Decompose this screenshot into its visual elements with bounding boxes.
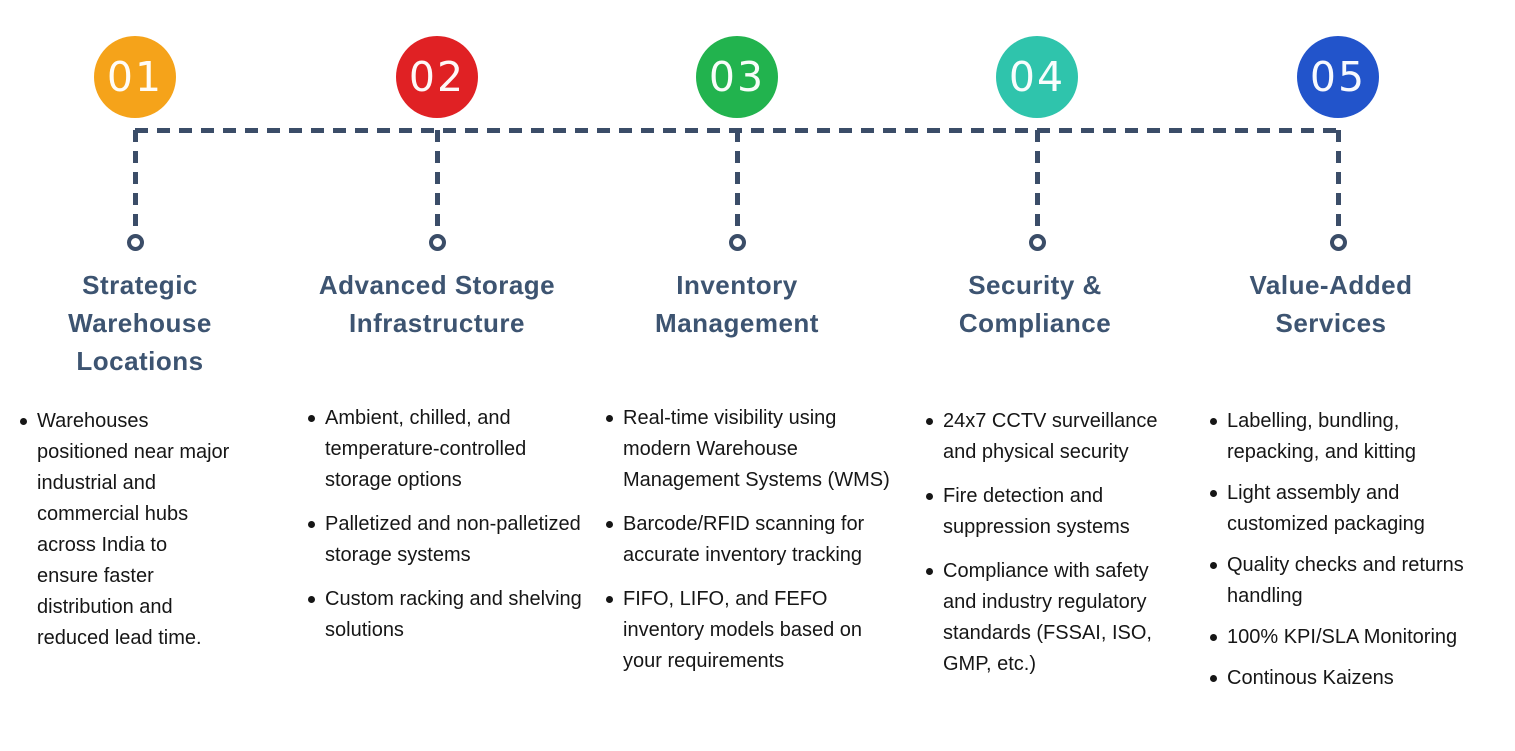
- list-item: FIFO, LIFO, and FEFO inventory models ba…: [604, 584, 896, 677]
- bullet-text: Palletized and non-palletized storage sy…: [325, 513, 581, 566]
- bullet-text: Labelling, bundling, repacking, and kitt…: [1227, 410, 1417, 463]
- list-item: 24x7 CCTV surveillance and physical secu…: [924, 406, 1164, 468]
- step-01-number: 01: [106, 53, 164, 101]
- list-item: Continous Kaizens: [1208, 663, 1493, 694]
- timeline-ring-icon-5: [1330, 234, 1347, 251]
- step-01-circle: 01: [94, 36, 176, 118]
- bullet-text: Compliance with safety and industry regu…: [943, 560, 1152, 675]
- timeline-ring-icon-3: [729, 234, 746, 251]
- timeline-ring-icon-1: [127, 234, 144, 251]
- list-item: Fire detection and suppression systems: [924, 481, 1164, 543]
- bullet-text: Warehouses positioned near major industr…: [37, 410, 230, 649]
- list-item: Barcode/RFID scanning for accurate inven…: [604, 509, 896, 571]
- list-item: Real-time visibility using modern Wareho…: [604, 403, 896, 496]
- column-title-strategic-warehouse-locations: Strategic Warehouse Locations: [68, 270, 212, 376]
- list-item: Ambient, chilled, and temperature-contro…: [306, 403, 586, 496]
- timeline-connector-line-4: [1035, 130, 1040, 234]
- bullet-list-security-compliance: 24x7 CCTV surveillance and physical secu…: [924, 406, 1164, 693]
- list-item: Light assembly and customized packaging: [1208, 478, 1493, 540]
- timeline-ring-icon-2: [429, 234, 446, 251]
- step-04-circle: 04: [996, 36, 1078, 118]
- step-03-number: 03: [708, 53, 766, 101]
- timeline-connector-line-1: [133, 130, 138, 234]
- bullet-text: Quality checks and returns handling: [1227, 554, 1464, 607]
- step-03-circle: 03: [696, 36, 778, 118]
- bullet-list-inventory-management: Real-time visibility using modern Wareho…: [604, 403, 896, 690]
- bullet-list-strategic-warehouse-locations: Warehouses positioned near major industr…: [18, 406, 233, 667]
- timeline-ring-icon-4: [1029, 234, 1046, 251]
- bullet-text: Ambient, chilled, and temperature-contro…: [325, 407, 527, 491]
- bullet-text: Real-time visibility using modern Wareho…: [623, 407, 890, 491]
- bullet-text: Continous Kaizens: [1227, 667, 1394, 689]
- column-title-security-compliance: Security & Compliance: [958, 270, 1112, 338]
- column-title-inventory-management: Inventory Management: [655, 270, 819, 338]
- bullet-text: Barcode/RFID scanning for accurate inven…: [623, 513, 865, 566]
- list-item: Warehouses positioned near major industr…: [18, 406, 233, 654]
- bullet-text: 100% KPI/SLA Monitoring: [1227, 626, 1458, 648]
- list-item: 100% KPI/SLA Monitoring: [1208, 622, 1493, 653]
- timeline-connector-line-5: [1336, 130, 1341, 234]
- step-04-number: 04: [1008, 53, 1066, 101]
- column-title-value-added-services: Value-Added Services: [1249, 270, 1413, 338]
- timeline-connector-line-3: [735, 130, 740, 234]
- list-item: Palletized and non-palletized storage sy…: [306, 509, 586, 571]
- step-02-number: 02: [408, 53, 466, 101]
- list-item: Compliance with safety and industry regu…: [924, 556, 1164, 680]
- bullet-text: 24x7 CCTV surveillance and physical secu…: [943, 410, 1158, 463]
- list-item: Quality checks and returns handling: [1208, 550, 1493, 612]
- bullet-list-advanced-storage-infrastructure: Ambient, chilled, and temperature-contro…: [306, 403, 586, 659]
- list-item: Custom racking and shelving solutions: [306, 584, 586, 646]
- step-02-circle: 02: [396, 36, 478, 118]
- bullet-text: Light assembly and customized packaging: [1227, 482, 1425, 535]
- bullet-text: FIFO, LIFO, and FEFO inventory models ba…: [623, 588, 863, 672]
- list-item: Labelling, bundling, repacking, and kitt…: [1208, 406, 1493, 468]
- bullet-list-value-added-services: Labelling, bundling, repacking, and kitt…: [1208, 406, 1493, 704]
- step-05-number: 05: [1309, 53, 1367, 101]
- step-05-circle: 05: [1297, 36, 1379, 118]
- bullet-text: Custom racking and shelving solutions: [325, 588, 582, 641]
- column-title-advanced-storage-infrastructure: Advanced Storage Infrastructure: [318, 270, 556, 338]
- timeline-connector-line-2: [435, 130, 440, 234]
- bullet-text: Fire detection and suppression systems: [943, 485, 1130, 538]
